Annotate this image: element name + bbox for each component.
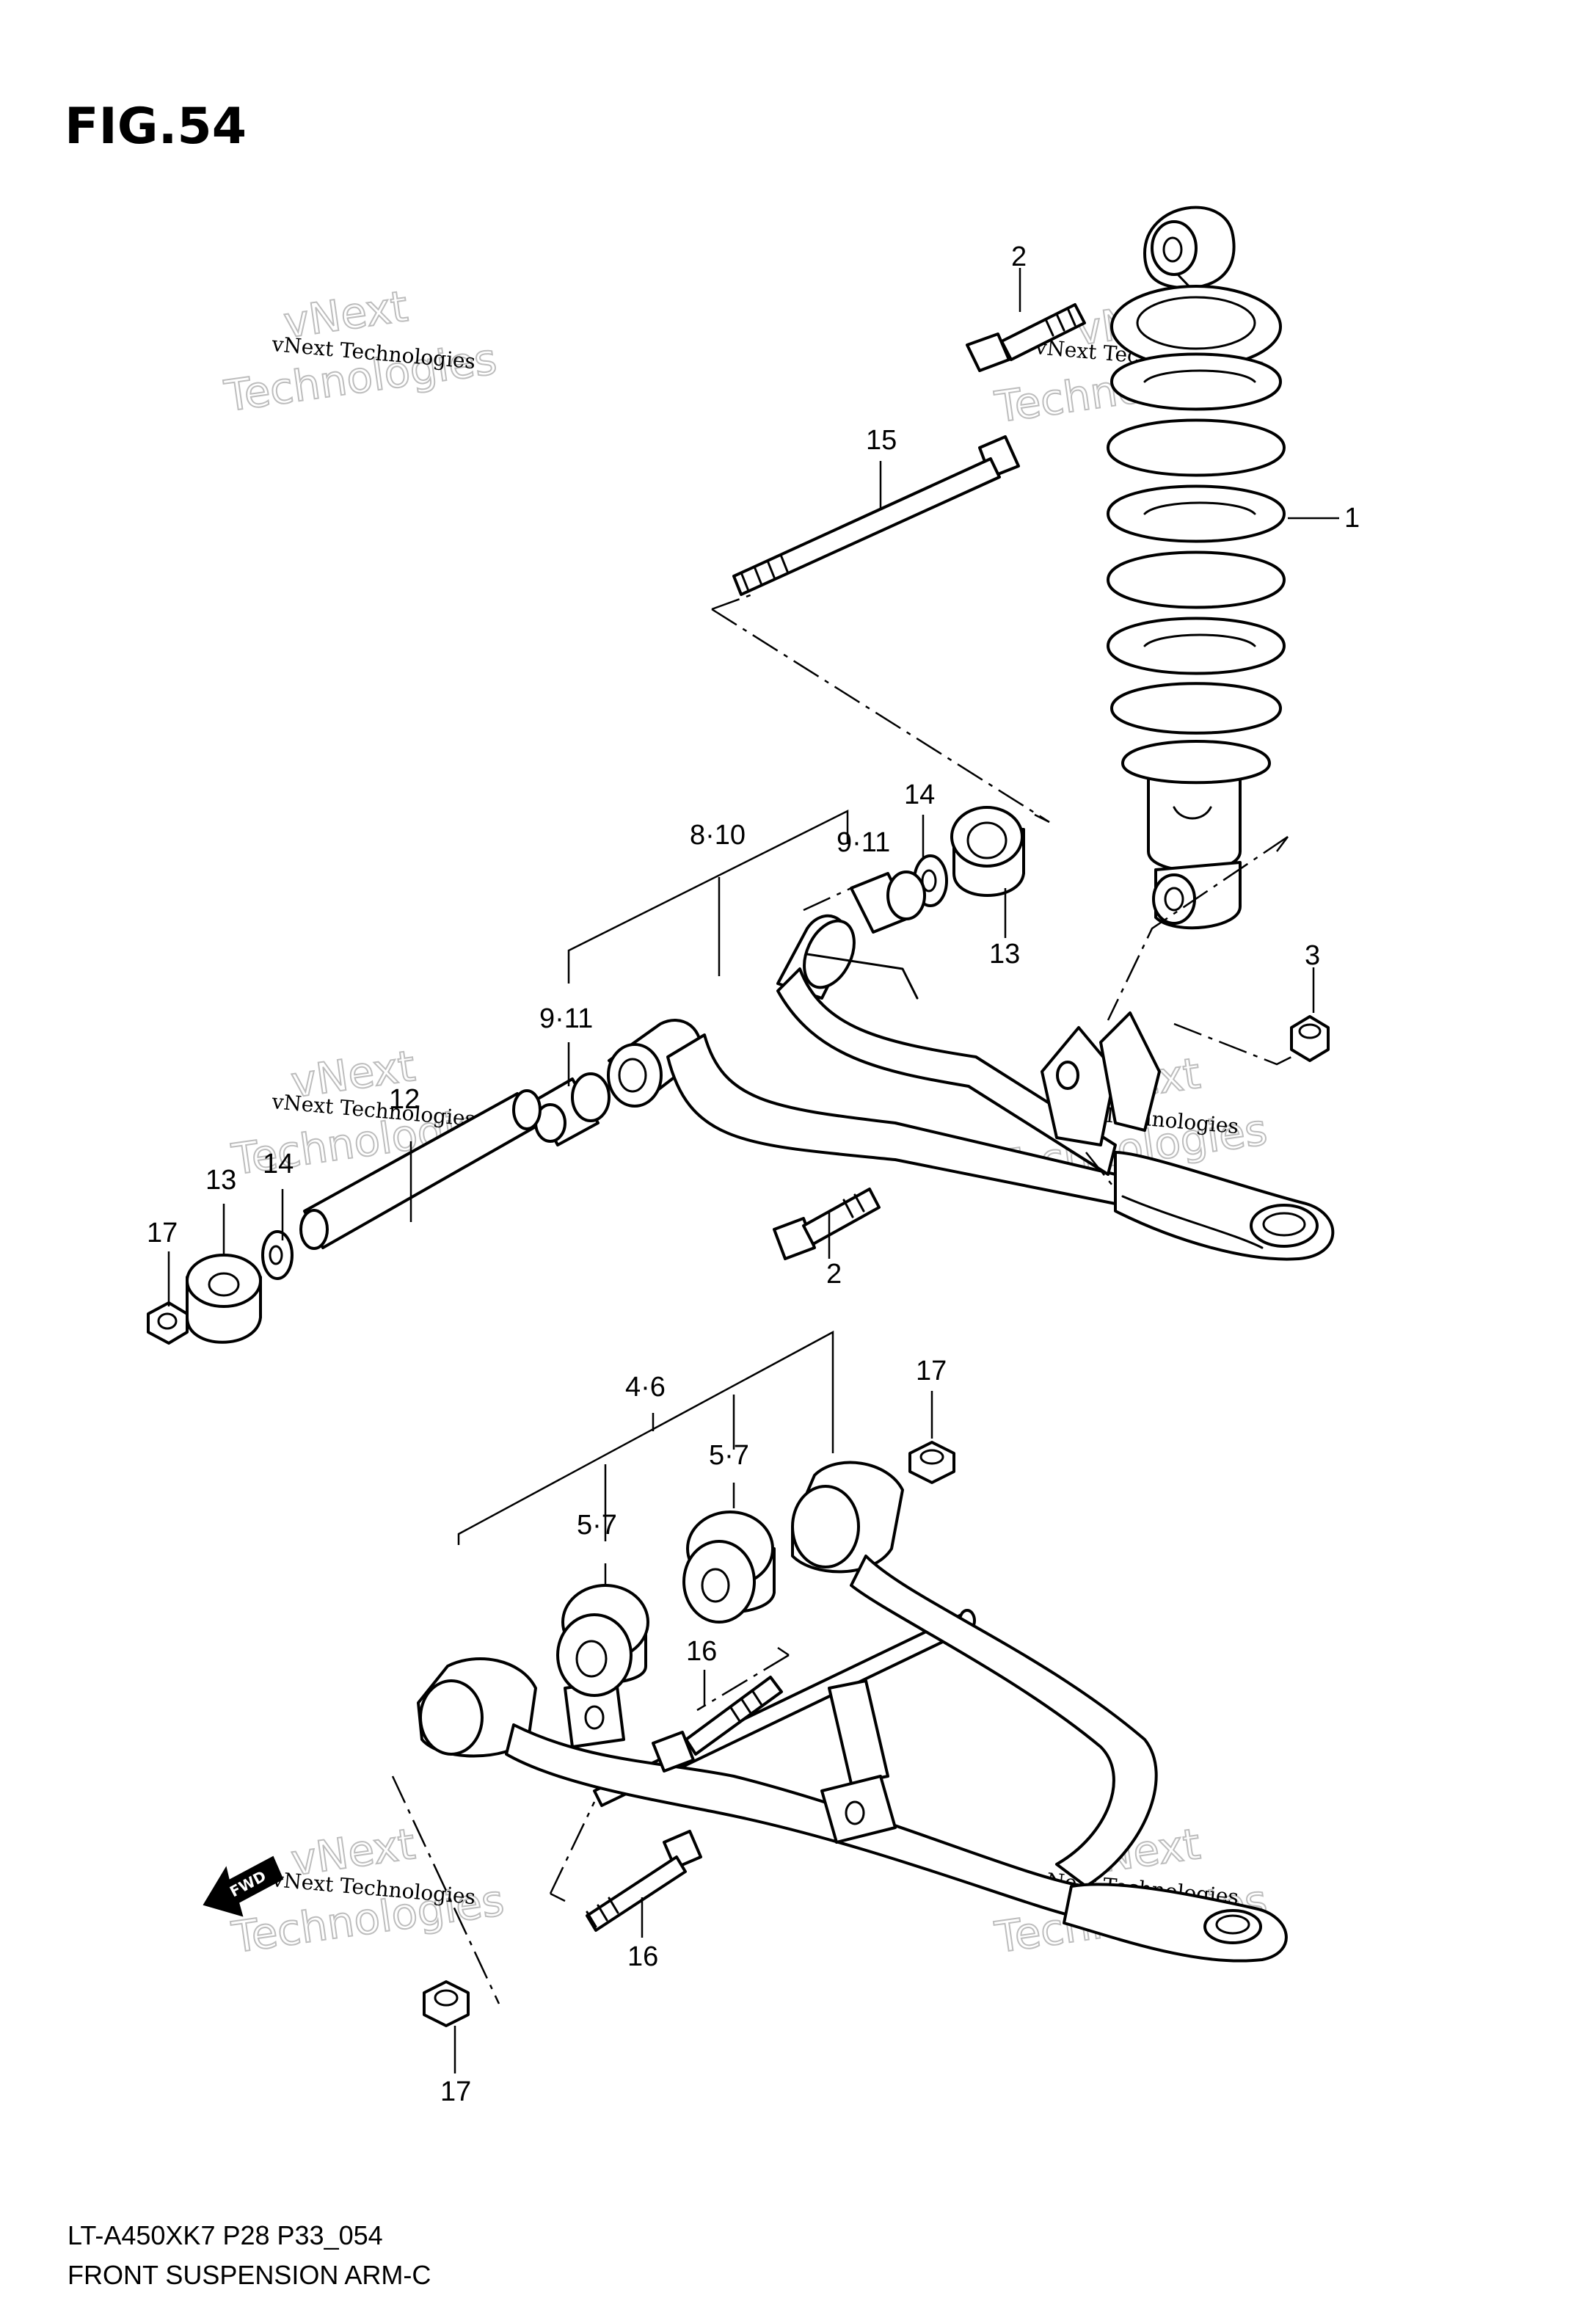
callout-4-6: 4·6 [625,1372,666,1403]
coil-spring [1107,285,1286,785]
lower-suspension-arm [417,1461,1288,1963]
callout-17-bottom: 17 [440,2076,471,2107]
callout-5-7-right: 5·7 [709,1440,749,1471]
bolt-16-upper [652,1676,783,1773]
callout-3: 3 [1305,940,1320,971]
nut-17-bottom [423,1980,470,2027]
bolt-16-lower [586,1830,702,1932]
nut-17-right [908,1441,955,1484]
bolt-15-long [732,435,1020,596]
bolt-2-top [966,303,1086,372]
bushing-5-7-left [556,1584,649,1697]
callout-2-top: 2 [1011,241,1027,272]
upper-suspension-arm [607,914,1335,1261]
model-code: LT-A450XK7 P28 P33_054 [68,2220,383,2250]
spacer-tube-12 [299,1089,542,1250]
callout-5-7-left: 5·7 [577,1510,617,1541]
callout-9-11-top: 9·11 [837,827,890,858]
callout-9-11-left: 9·11 [539,1003,593,1034]
callout-15: 15 [866,425,897,456]
callout-13-right: 13 [989,939,1020,970]
bushing-13-right [950,806,1025,897]
figure-title: FIG.54 [65,98,247,156]
callout-2-mid: 2 [826,1259,842,1290]
callout-12: 12 [389,1084,420,1115]
nut-3 [1290,1015,1330,1062]
callout-14-right: 14 [904,779,935,810]
nut-17-left [147,1301,189,1345]
washer-14-left [261,1230,294,1280]
callout-8-10: 8·10 [690,820,746,851]
callout-16-upper: 16 [686,1636,717,1667]
callout-17-right: 17 [916,1356,947,1386]
collar-9-11-left [533,1072,611,1146]
callout-13-left: 13 [205,1165,236,1196]
dash-dot-lines [391,593,1292,2004]
diagram-caption: FRONT SUSPENSION ARM-C [68,2260,431,2290]
watermark-top-left: Technologies vNext vNext Technologies [220,280,500,422]
shock-absorber [1107,206,1286,930]
bushing-13-left [186,1254,262,1344]
callout-16-lower: 16 [627,1941,658,1972]
bushing-5-7-right [682,1511,776,1624]
bolt-2-mid [773,1188,881,1260]
watermark-bottom-left: Technologies vNext vNext Technologies [227,1818,507,1963]
callout-1: 1 [1344,503,1360,534]
callouts: 1 2 2 3 4·6 5·7 5·7 8·10 9·11 9·11 12 13… [147,241,1360,2107]
collar-9-11-top [850,870,926,934]
callout-14-left: 14 [263,1149,294,1179]
callout-17-left: 17 [147,1218,178,1248]
leader-lines [167,268,1339,2073]
